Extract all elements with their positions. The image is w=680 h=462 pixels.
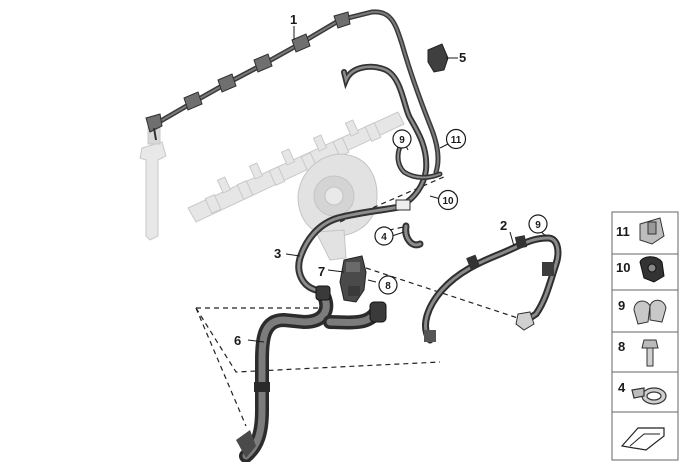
parts-legend: 11 10 9 8: [611, 211, 679, 461]
svg-text:8: 8: [385, 281, 391, 292]
part-2-fuel-line: [422, 234, 562, 344]
arrow-symbol-icon: [620, 427, 665, 451]
circled-callout-10: 10: [437, 189, 459, 211]
svg-text:4: 4: [618, 380, 626, 395]
svg-text:10: 10: [616, 260, 630, 275]
callout-1: 1: [290, 12, 297, 27]
fuel-return-line: [341, 63, 443, 207]
hose-clamp-icon: [631, 387, 667, 405]
part-7-sensor-assembly: [339, 255, 367, 303]
svg-text:10: 10: [442, 196, 454, 207]
part-3-fuel-feed-line: [295, 199, 424, 294]
bolt-icon: [641, 339, 659, 367]
number-callouts: 1 2 3 5 6 7: [234, 12, 507, 348]
callout-2: 2: [500, 218, 507, 233]
legend-item-11: 11: [616, 217, 665, 245]
svg-text:4: 4: [381, 232, 387, 243]
circled-callout-4: 4: [374, 226, 394, 246]
circled-callouts: 4 8 9 9 10 11: [374, 128, 548, 295]
svg-text:11: 11: [451, 135, 462, 146]
circled-callout-9-top: 9: [392, 129, 412, 149]
callout-leaders: [247, 26, 547, 343]
callout-6: 6: [234, 333, 241, 348]
callout-7: 7: [318, 264, 325, 279]
svg-text:8: 8: [618, 339, 625, 354]
part-6-fuel-hose: [236, 285, 387, 462]
legend-item-4: 4: [618, 380, 667, 405]
svg-text:9: 9: [399, 135, 405, 146]
circled-callout-9-right: 9: [528, 214, 548, 234]
callout-5: 5: [459, 50, 466, 65]
svg-text:9: 9: [535, 220, 541, 231]
clip-11-icon: [639, 217, 665, 245]
callout-3: 3: [274, 246, 281, 261]
part-5-bracket: [427, 43, 449, 73]
ghost-injector: [139, 125, 167, 241]
legend-item-8: 8: [618, 339, 659, 367]
legend-item-9: 9: [618, 298, 667, 325]
clip-10-icon: [639, 256, 665, 283]
circled-callout-11: 11: [445, 128, 467, 150]
svg-text:11: 11: [616, 224, 630, 239]
legend-item-10: 10: [616, 256, 665, 283]
part-1-leak-oil-line: [145, 9, 441, 175]
clip-9-icon: [633, 299, 667, 325]
svg-text:9: 9: [618, 298, 625, 313]
circled-callout-8: 8: [378, 275, 398, 295]
